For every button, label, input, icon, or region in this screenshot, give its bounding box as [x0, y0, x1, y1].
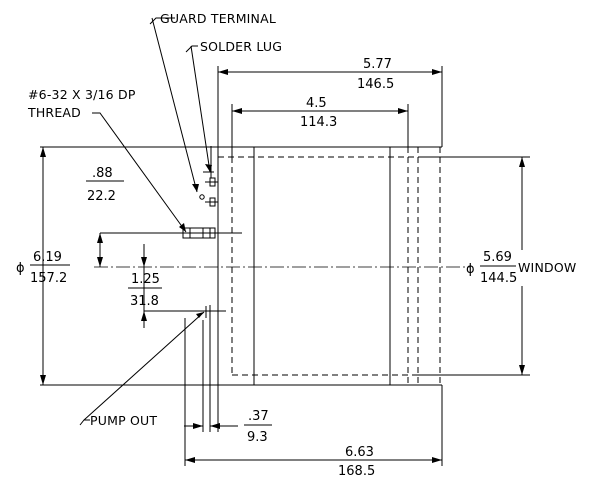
dim-top-inner	[231, 104, 409, 157]
terminal-studs	[199, 146, 218, 207]
dim-outer-diameter	[30, 147, 70, 385]
body-outline	[40, 146, 442, 386]
dim-outer-diameter-symbol: ϕ	[16, 261, 25, 276]
dim-left-offset-inch: .88	[92, 166, 113, 181]
dim-window-diameter-mm: 144.5	[480, 271, 517, 286]
dim-outer-diameter-mm: 157.2	[30, 271, 67, 286]
dim-pump-offset-inch: 1.25	[131, 272, 160, 287]
window-label: WINDOW	[518, 260, 576, 275]
thread-feature	[100, 227, 242, 239]
dim-outer-diameter-inch: 6.19	[33, 250, 62, 265]
dim-pump-offset-mm: 31.8	[130, 294, 159, 309]
dim-flange-inch: .37	[248, 409, 269, 424]
pump-out-fitting	[144, 305, 226, 320]
dim-pump-offset	[128, 244, 162, 328]
dim-left-offset-mm: 22.2	[87, 189, 116, 204]
dim-flange-mm: 9.3	[247, 430, 268, 445]
thread-label-line1: #6-32 X 3/16 DP	[28, 87, 136, 102]
pump-out-label: PUMP OUT	[90, 413, 157, 428]
dim-top-inner-mm: 114.3	[300, 115, 337, 130]
hidden-lines	[218, 147, 441, 385]
dim-left-offset	[86, 180, 124, 267]
dim-window-diameter-symbol: ϕ	[466, 262, 475, 277]
solder-lug-label: SOLDER LUG	[200, 39, 282, 54]
dim-bottom-overall-mm: 168.5	[338, 464, 375, 479]
dim-bottom-overall-inch: 6.63	[345, 445, 374, 460]
dim-top-overall-mm: 146.5	[357, 77, 394, 92]
dim-bottom-overall	[184, 318, 443, 466]
dim-flange	[184, 320, 272, 432]
dim-top-overall-inch: 5.77	[363, 57, 392, 72]
dim-top-inner-inch: 4.5	[306, 96, 327, 111]
thread-label-line2: THREAD	[27, 105, 81, 120]
leaders	[79, 17, 211, 426]
guard-terminal-label: GUARD TERMINAL	[160, 11, 276, 26]
dim-window-diameter	[418, 156, 530, 376]
dim-window-diameter-inch: 5.69	[483, 250, 512, 265]
dim-top-overall	[217, 66, 443, 147]
